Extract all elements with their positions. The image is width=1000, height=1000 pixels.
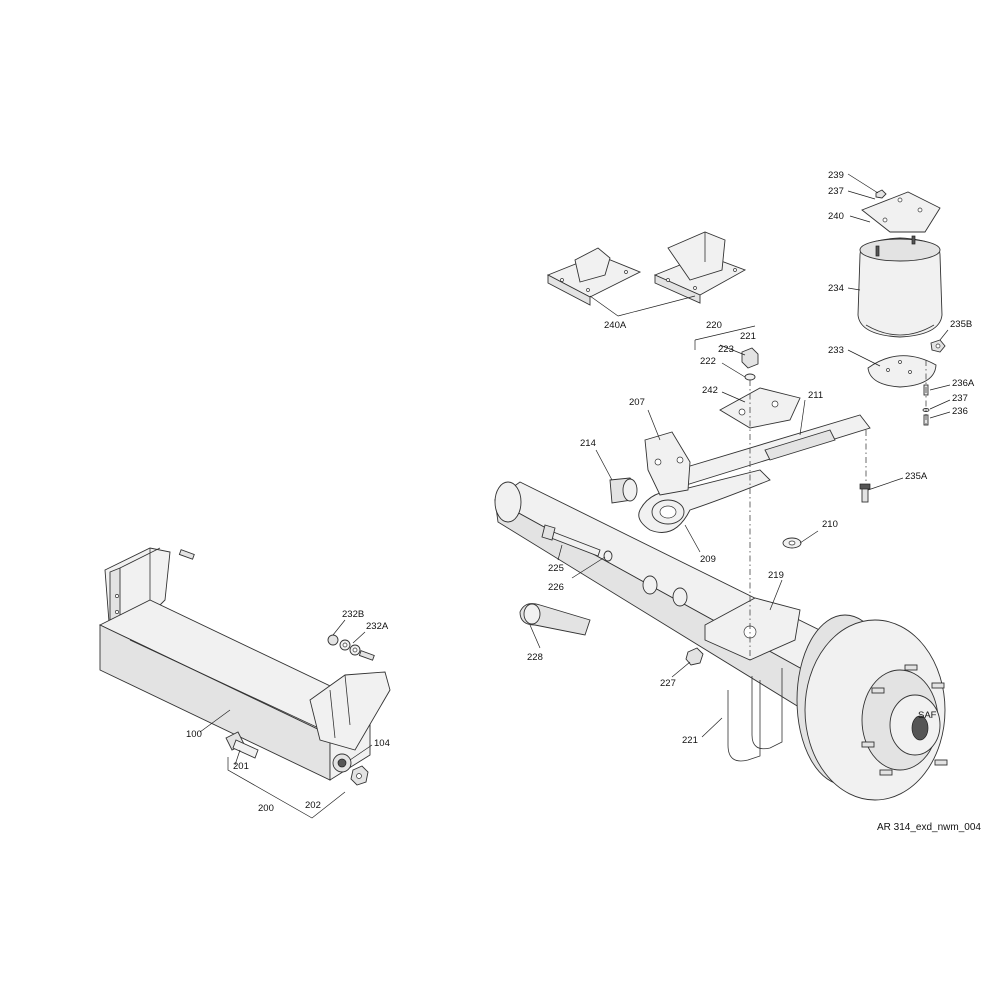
callout-220: 220: [706, 320, 722, 331]
air-bag-234: [857, 235, 943, 338]
bush-214: [609, 477, 638, 504]
callout-236: 236: [952, 406, 968, 417]
bushing-209: [651, 499, 685, 525]
u-bolts-221: [727, 668, 783, 762]
callout-235a: 235A: [905, 471, 928, 482]
nut-202: [350, 765, 369, 786]
top-plate-240: [861, 191, 941, 233]
piston-plate-233: [867, 355, 937, 388]
drawing-reference: AR 314_exd_nwm_004: [877, 822, 981, 833]
washers-232: [327, 634, 361, 656]
bracket-207: [644, 431, 691, 496]
callout-233: 233: [828, 345, 844, 356]
shock-absorber-228: [519, 603, 591, 636]
callout-209: 209: [700, 554, 716, 565]
brake-drum: SAF: [796, 614, 948, 801]
leader-lines: [199, 173, 951, 819]
nut-washer-221-223-222: [741, 347, 759, 381]
hub-cap-text: SAF: [918, 710, 937, 721]
callout-240: 240: [828, 211, 844, 222]
callout-240a: 240A: [604, 320, 627, 331]
callout-201: 201: [233, 761, 249, 772]
nut-239: [875, 189, 887, 199]
callout-214: 214: [580, 438, 596, 449]
top-plate-242: [719, 387, 801, 429]
bolt-201: [225, 731, 259, 759]
callout-210: 210: [822, 519, 838, 530]
eccentric-washers: [642, 575, 688, 607]
axle-seat-219: [704, 597, 801, 661]
callout-239: 239: [828, 170, 844, 181]
nut-235b: [930, 339, 946, 353]
callout-202: 202: [305, 800, 321, 811]
callout-232b: 232B: [342, 609, 364, 620]
callout-226: 226: [548, 582, 564, 593]
washer-226: [603, 550, 613, 562]
callout-211: 211: [808, 390, 823, 401]
callout-200: 200: [258, 803, 274, 814]
callout-235b: 235B: [950, 319, 972, 330]
callout-207: 207: [629, 397, 645, 408]
callout-225: 225: [548, 563, 564, 574]
callout-232a: 232A: [366, 621, 389, 632]
callout-236a: 236A: [952, 378, 975, 389]
callout-221-bottom: 221: [682, 735, 698, 746]
callout-234: 234: [828, 283, 844, 294]
washer-210: [782, 537, 802, 549]
callout-242: 242: [702, 385, 718, 396]
callout-228: 228: [527, 652, 543, 663]
crossmember-100: [98, 547, 391, 781]
nut-227: [685, 647, 704, 666]
callout-100: 100: [186, 729, 202, 740]
callout-227: 227: [660, 678, 676, 689]
mounting-bracket-240a-right: [653, 231, 747, 304]
callout-221-top: 221: [740, 331, 756, 342]
callout-237-top: 237: [828, 186, 844, 197]
callout-222: 222: [700, 356, 716, 367]
callout-219: 219: [768, 570, 784, 581]
callout-237-right: 237: [952, 393, 968, 404]
bolt-225: [541, 524, 601, 557]
mounting-bracket-240a-left: [546, 247, 642, 306]
bolt-235a: [859, 483, 871, 503]
callout-104: 104: [374, 738, 390, 749]
callout-223: 223: [718, 344, 734, 355]
callouts: 239 237 240 234 235B 233 236A 237 236 23…: [186, 170, 975, 814]
